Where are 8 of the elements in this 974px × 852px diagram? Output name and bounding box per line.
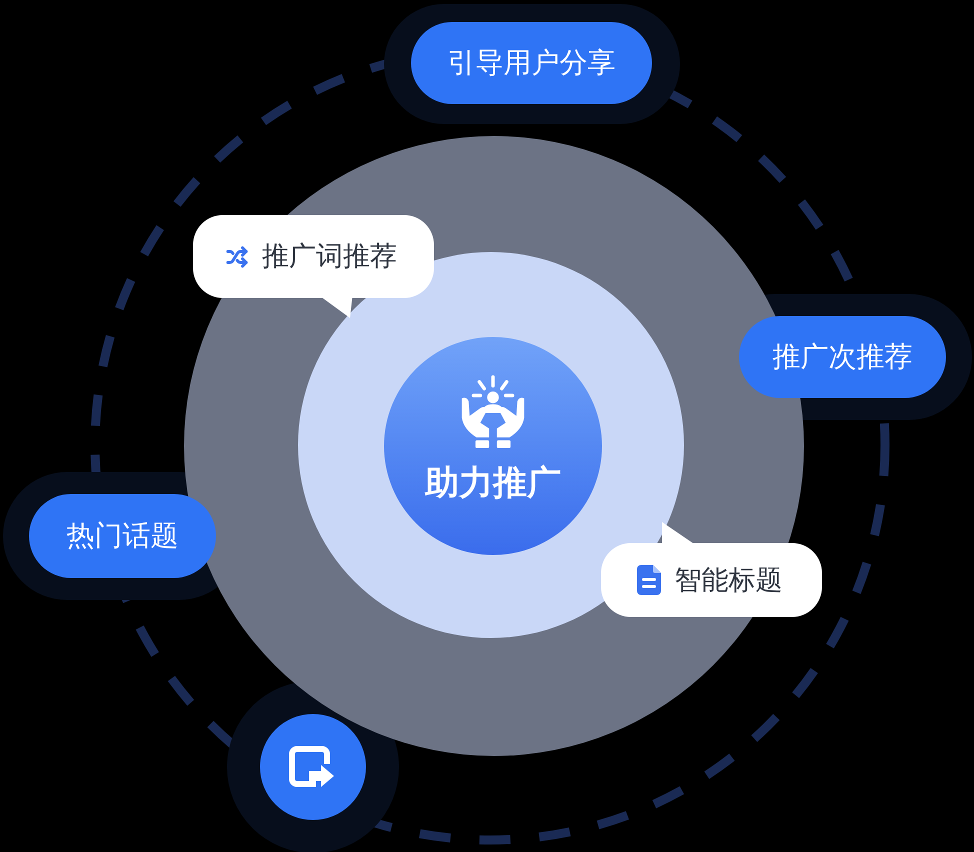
bubble-label: 推广词推荐 <box>262 243 397 270</box>
speech-bubble <box>193 215 434 318</box>
center-label: 助力推广 <box>425 463 561 503</box>
bubble-label: 智能标题 <box>674 566 782 594</box>
feature-pill: 推广次推荐 <box>739 316 946 398</box>
feature-pill: 引导用户分享 <box>411 22 652 104</box>
feature-pill: 热门话题 <box>29 494 216 578</box>
speech-bubble <box>601 522 822 617</box>
